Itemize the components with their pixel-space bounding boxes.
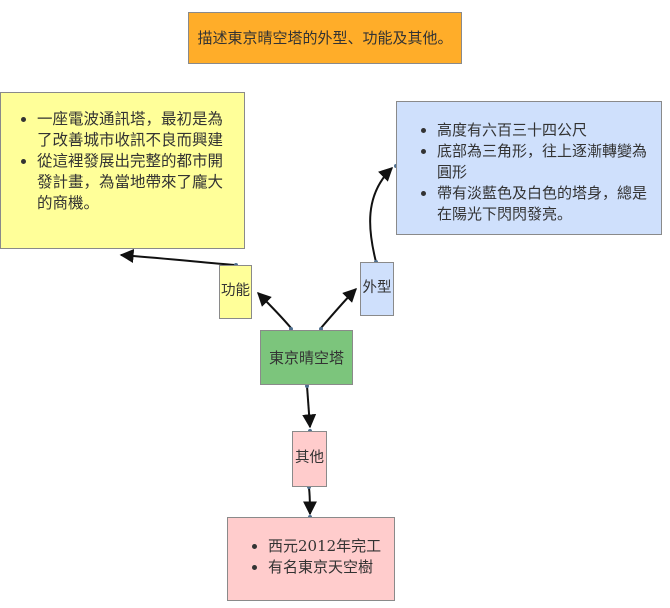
function-detail-list: 一座電波通訊塔，最初是為了改善城市收訊不良而興建 從這裡發展出完整的都市開發計畫…: [15, 109, 238, 214]
connector-function-to-detail: [119, 248, 236, 266]
list-item: 西元2012年完工: [246, 536, 390, 557]
center-node[interactable]: 東京晴空塔: [260, 330, 353, 385]
list-item: 從這裡發展出完整的都市開發計畫，為當地帶來了龐大的商機。: [15, 151, 238, 214]
connector-other-to-detail: [302, 487, 317, 516]
appearance-label-node[interactable]: 外型: [360, 262, 394, 316]
center-label: 東京晴空塔: [268, 348, 344, 367]
function-label: 功能: [221, 283, 250, 300]
appearance-detail-node[interactable]: 高度有六百三十四公尺 底部為三角形，往上逐漸轉變為圓形 帶有淡藍色及白色的塔身，…: [396, 101, 662, 235]
other-label-node[interactable]: 其他: [292, 431, 327, 487]
connector-appearance-to-detail: [369, 167, 394, 263]
connector-center-to-appearance: [320, 288, 357, 329]
other-label: 其他: [295, 450, 324, 467]
title-node[interactable]: 描述東京晴空塔的外型、功能及其他。: [188, 12, 462, 64]
title-text: 描述東京晴空塔的外型、功能及其他。: [197, 29, 453, 47]
connector-center-to-function: [257, 292, 292, 329]
connector-center-to-other: [302, 385, 317, 429]
list-item: 一座電波通訊塔，最初是為了改善城市收訊不良而興建: [15, 109, 238, 151]
list-item: 高度有六百三十四公尺: [415, 120, 653, 141]
function-detail-node[interactable]: 一座電波通訊塔，最初是為了改善城市收訊不良而興建 從這裡發展出完整的都市開發計畫…: [0, 92, 245, 249]
appearance-detail-list: 高度有六百三十四公尺 底部為三角形，往上逐漸轉變為圓形 帶有淡藍色及白色的塔身，…: [415, 120, 653, 225]
other-detail-node[interactable]: 西元2012年完工 有名東京天空樹: [227, 517, 395, 601]
list-item: 帶有淡藍色及白色的塔身，總是在陽光下閃閃發亮。: [415, 183, 653, 225]
list-item: 有名東京天空樹: [246, 557, 390, 578]
other-detail-list: 西元2012年完工 有名東京天空樹: [246, 536, 390, 578]
function-label-node[interactable]: 功能: [219, 265, 252, 319]
appearance-label: 外型: [362, 280, 392, 297]
list-item: 底部為三角形，往上逐漸轉變為圓形: [415, 141, 653, 183]
